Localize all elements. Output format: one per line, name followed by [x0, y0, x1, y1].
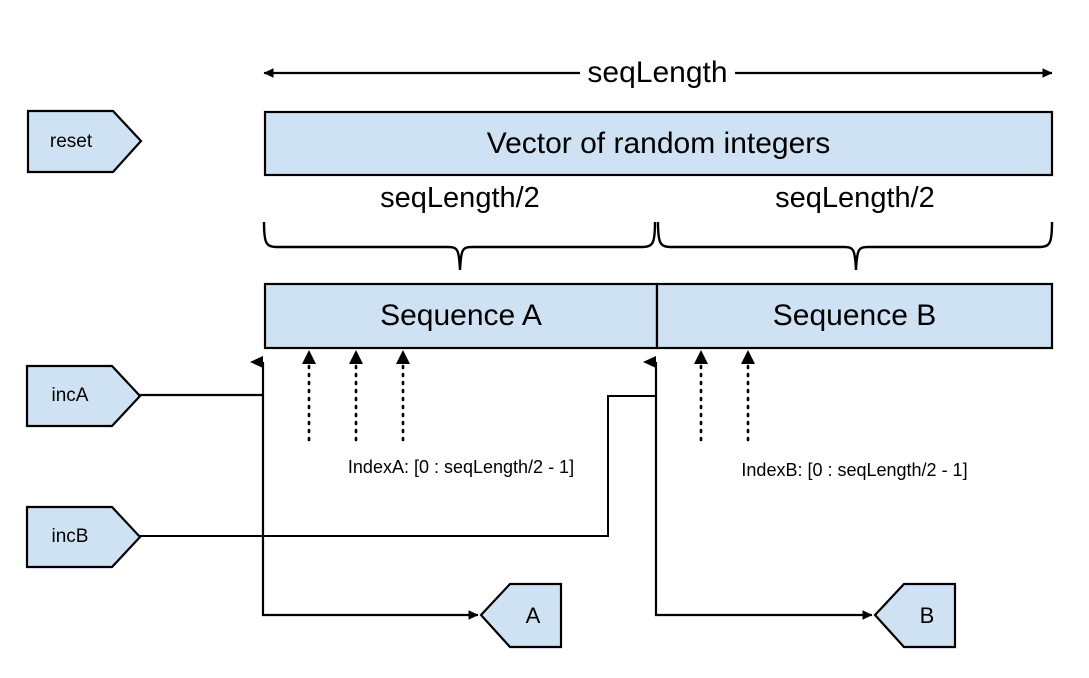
port-incA-label[interactable]: incA [27, 366, 113, 426]
port-incA-shape[interactable] [25, 364, 142, 428]
incB-to-output-b [654, 396, 873, 620]
port-reset-label[interactable]: reset [28, 111, 114, 172]
sequence-a-box [263, 282, 659, 350]
indexa-tick-3-head [396, 350, 410, 364]
indexb-label: IndexB: [0 : seqLength/2 - 1] [657, 460, 1052, 481]
port-incB-text: incB [51, 526, 89, 547]
label-seqlength-text: seqLength [587, 56, 728, 89]
sequence-b-text: Sequence B [772, 299, 937, 332]
label-seqlength-half-right-text: seqLength/2 [775, 182, 935, 214]
label-seqlength-half-left: seqLength/2 [264, 182, 656, 215]
indexa-dotted-arrows [302, 350, 410, 442]
port-A-text: A [525, 602, 541, 628]
port-incA-text: incA [51, 385, 89, 406]
label-seqlength: seqLength [580, 56, 735, 90]
indexa-label: IndexA: [0 : seqLength/2 - 1] [265, 457, 657, 478]
label-seqlength-half-left-text: seqLength/2 [380, 182, 540, 214]
vector-box [263, 110, 1054, 177]
port-reset-shape[interactable] [26, 109, 143, 174]
vector-box-text: Vector of random integers [486, 126, 831, 160]
port-B-shape[interactable] [873, 582, 957, 649]
port-incB-shape[interactable] [25, 505, 142, 569]
indexa-tick-1-head [302, 350, 316, 364]
indexb-label-text: IndexB: [0 : seqLength/2 - 1] [741, 460, 968, 480]
label-seqlength-half-right: seqLength/2 [658, 182, 1052, 215]
incA-to-output-a [261, 395, 479, 620]
sequence-a-label: Sequence A [265, 284, 657, 348]
sequence-a-text: Sequence A [380, 299, 542, 332]
brace-right [656, 221, 1054, 271]
incA-routing [140, 356, 479, 620]
port-B-label[interactable]: B [899, 584, 955, 647]
indexb-tick-2-head [741, 350, 755, 364]
port-A-label[interactable]: A [505, 584, 561, 647]
indexa-tick-2-head [349, 350, 363, 364]
port-reset-text: reset [49, 130, 93, 152]
vector-box-label: Vector of random integers [265, 112, 1052, 175]
indexb-dotted-arrows [694, 350, 755, 442]
port-incB-label[interactable]: incB [27, 507, 113, 567]
brace-left [262, 221, 657, 271]
sequence-b-box [655, 282, 1054, 350]
indexb-tick-1-head [694, 350, 708, 364]
port-B-text: B [919, 602, 935, 628]
incB-path [140, 395, 656, 537]
indexa-label-text: IndexA: [0 : seqLength/2 - 1] [347, 457, 575, 477]
incB-routing [140, 356, 873, 620]
port-A-shape[interactable] [479, 582, 563, 649]
sequence-b-label: Sequence B [657, 284, 1052, 348]
